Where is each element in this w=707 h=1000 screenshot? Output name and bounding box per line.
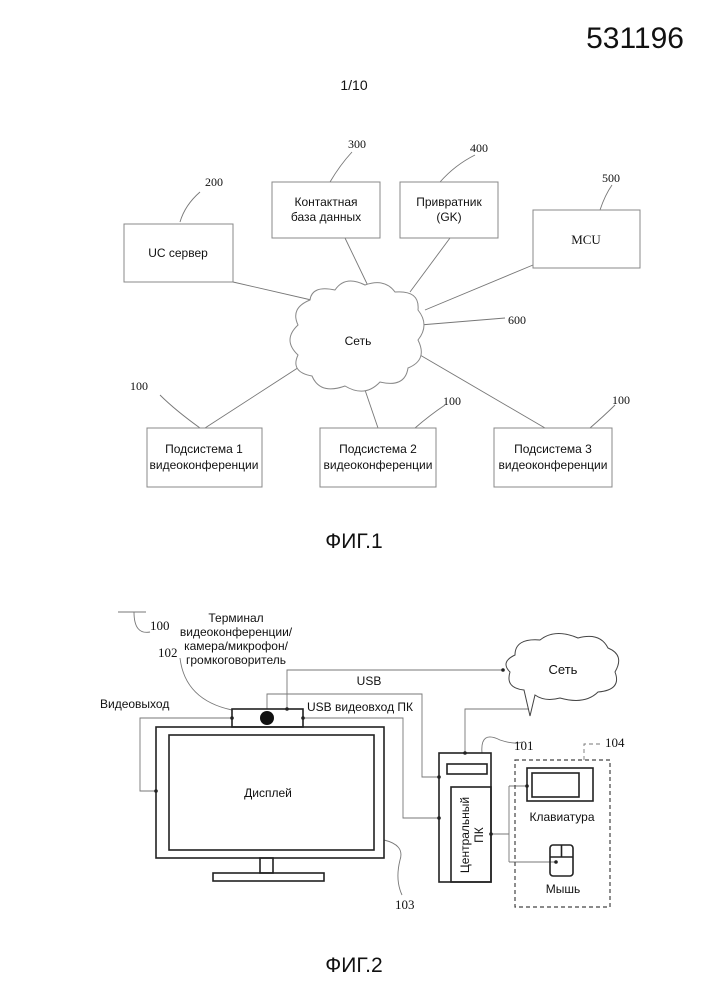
fig2-caption: ФИГ.2 <box>325 954 382 977</box>
svg-text:видеоконференции: видеоконференции <box>150 458 259 472</box>
peripherals-group: Клавиатура Мышь <box>515 760 610 907</box>
ref-103: 103 <box>395 897 415 912</box>
contact-database-box: Контактная база данных <box>272 182 380 238</box>
svg-text:Подсистема 3: Подсистема 3 <box>514 442 592 456</box>
ref-100-b: 100 <box>443 394 461 408</box>
svg-text:Клавиатура: Клавиатура <box>530 810 595 824</box>
svg-text:видеоконференции: видеоконференции <box>499 458 608 472</box>
ref-400: 400 <box>470 141 488 155</box>
ref-500: 500 <box>602 171 620 185</box>
camera-terminal <box>232 709 303 727</box>
svg-text:Центральный: Центральный <box>458 797 472 873</box>
ref-100-a: 100 <box>130 379 148 393</box>
svg-text:UC сервер: UC сервер <box>148 246 208 260</box>
svg-text:Привратник: Привратник <box>416 195 482 209</box>
svg-text:камера/микрофон/: камера/микрофон/ <box>184 639 289 653</box>
svg-text:MCU: MCU <box>571 232 601 247</box>
network-cloud: Сеть <box>290 281 424 391</box>
svg-text:видеоконференции/: видеоконференции/ <box>180 625 293 639</box>
svg-text:Мышь: Мышь <box>546 882 581 896</box>
subsystem-1-box: Подсистема 1 видеоконференции <box>147 428 262 487</box>
svg-text:Подсистема 1: Подсистема 1 <box>165 442 243 456</box>
video-out-label: Видеовыход <box>100 697 169 711</box>
usb-label: USB <box>357 674 382 688</box>
subsystem-3-box: Подсистема 3 видеоконференции <box>494 428 612 487</box>
svg-text:Подсистема 2: Подсистема 2 <box>339 442 417 456</box>
ref-300: 300 <box>348 137 366 151</box>
terminal-label: Терминал видеоконференции/ камера/микроф… <box>180 611 293 667</box>
svg-text:(GK): (GK) <box>436 210 461 224</box>
ref-100: 100 <box>150 618 170 633</box>
ref-600: 600 <box>508 313 526 327</box>
patent-number: 531196 <box>586 22 684 55</box>
ref-101: 101 <box>514 738 534 753</box>
fig1-caption: ФИГ.1 <box>325 530 382 553</box>
svg-text:Терминал: Терминал <box>208 611 263 625</box>
uc-server-box: UC сервер <box>124 224 233 282</box>
svg-text:ПК: ПК <box>472 827 486 843</box>
ref-100-c: 100 <box>612 393 630 407</box>
svg-text:Сеть: Сеть <box>549 662 578 677</box>
keyboard-icon <box>527 768 593 801</box>
mcu-box: MCU <box>533 210 640 268</box>
svg-text:Сеть: Сеть <box>345 334 372 348</box>
svg-text:Дисплей: Дисплей <box>244 786 292 800</box>
svg-text:база данных: база данных <box>291 210 361 224</box>
central-pc-tower: Центральный ПК <box>439 753 491 882</box>
gatekeeper-box: Привратник (GK) <box>400 182 498 238</box>
subsystem-2-box: Подсистема 2 видеоконференции <box>320 428 436 487</box>
svg-text:Контактная: Контактная <box>294 195 357 209</box>
usb-video-in-label: USB видеовход ПК <box>307 700 413 714</box>
camera-lens-icon <box>260 711 274 725</box>
ref-200: 200 <box>205 175 223 189</box>
sheet-number: 1/10 <box>340 77 367 93</box>
svg-text:видеоконференции: видеоконференции <box>324 458 433 472</box>
display-monitor: Дисплей <box>156 727 384 881</box>
svg-text:громкоговоритель: громкоговоритель <box>186 653 286 667</box>
network-cloud-fig2: Сеть <box>506 633 619 716</box>
ref-104: 104 <box>605 735 625 750</box>
mouse-icon <box>550 845 573 876</box>
ref-102: 102 <box>158 645 178 660</box>
